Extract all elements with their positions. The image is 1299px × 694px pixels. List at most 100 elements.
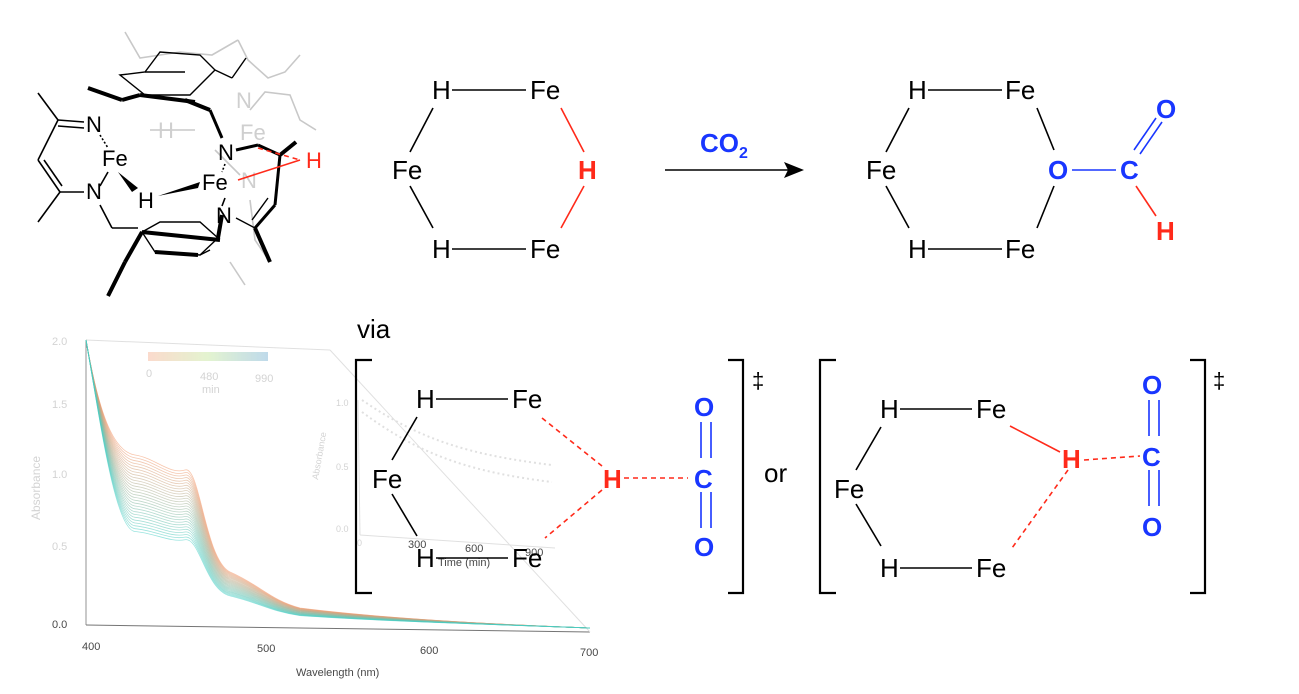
ts1-fe-top: Fe [512,384,542,414]
y-tick-1: 0.5 [52,541,67,553]
spectrum-curve [85,339,591,629]
h-atom-red-structure: H [306,148,322,173]
ring1-fe-bottom: Fe [530,234,560,264]
spectrum-curve [85,339,591,629]
spectrum-curve [85,339,591,629]
inset-x-tick-600: 600 [465,543,483,555]
spectrum-curve [85,339,591,629]
ts1-o-bottom: O [694,532,714,562]
ring1-fe-top: Fe [530,75,560,105]
spectrum-curve [85,339,591,629]
spectrum-curve [85,339,591,629]
ts1-o-top: O [694,392,714,422]
colorbar [148,352,268,361]
spectrum-curve [85,339,591,629]
transition-state-1: ‡ H Fe Fe H H Fe O C O [354,358,764,595]
inset-x-tick-300: 300 [408,539,426,551]
ring2-o-carbonyl: O [1156,94,1176,124]
spectrum-curve [85,339,591,629]
y-tick-0: 0.0 [52,619,67,631]
ring2-fe-top: Fe [1005,75,1035,105]
ring2-c-atom: C [1120,155,1139,185]
ts2-double-dagger: ‡ [1213,368,1225,393]
x-tick-600: 600 [420,645,438,657]
n-atom-3: N [218,140,234,165]
reaction-arrow: CO2 [665,128,804,178]
spectrum-curve [85,339,591,629]
spectrum-curve [85,339,591,629]
spectrum-curve [85,339,591,629]
starting-hydride-ring: H Fe Fe H H Fe [392,75,597,264]
spectrum-curve [85,339,591,629]
y-tick-3: 1.5 [52,399,67,411]
spectrum-curve [85,339,591,629]
inset-x-tick-0: 0 [357,538,362,548]
x-tick-700: 700 [580,647,598,659]
spectrum-curve [85,339,591,629]
colorbar-tick-0: 0 [146,368,152,380]
ring2-h-formyl: H [1156,216,1175,246]
y-axis-label: Absorbance [29,456,43,520]
colorbar-tick-990: 990 [255,373,273,385]
ring1-h-top: H [432,75,451,105]
ts2-fe-top: Fe [976,394,1006,424]
spectrum-curve [85,339,591,629]
spectrum-curve [85,339,591,629]
ts2-h-bottom: H [880,553,899,583]
fe-atom-left: Fe [102,146,128,171]
ts2-h-red: H [1062,444,1081,474]
ring2-o-atom: O [1048,155,1068,185]
ts2-o-top: O [1142,370,1162,400]
ts1-double-dagger: ‡ [752,368,764,393]
n-atom-1: N [86,112,102,137]
inset-y-tick-1: 0.5 [336,462,349,472]
ring2-fe-bottom: Fe [1005,234,1035,264]
spectrum-curve [85,339,591,629]
ring1-h-bottom: H [432,234,451,264]
ts2-o-bottom: O [1142,512,1162,542]
y-tick-4: 2.0 [52,336,67,348]
spectrum-curve [85,339,591,629]
spectrum-curve [85,339,591,629]
ts1-h-red: H [603,464,622,494]
product-formate-ring: H Fe Fe O C O H H Fe [866,75,1176,264]
spectrum-curve [85,339,591,629]
inset-y-label: Absorbance [310,431,328,480]
ring1-fe-left: Fe [392,155,422,185]
x-axis-label: Wavelength (nm) [296,667,379,679]
ring2-h-top: H [908,75,927,105]
ring1-h-red: H [578,155,597,185]
ghost-n-label: N [236,88,252,113]
inset-x-label: Time (min) [438,557,490,569]
spectrum-curve [85,339,591,629]
spectrum-curve [85,339,591,629]
ts2-h-top: H [880,394,899,424]
h-bridge: H [138,188,154,213]
spectrum-curve [85,339,591,629]
spectrum-curve [85,339,591,629]
background-absorbance-plot: 0 480 990 min 0.0 0.5 1.0 1.5 2.0 Absorb… [29,336,598,679]
ghost-h-label: H [158,118,174,143]
y-tick-2: 1.0 [52,469,67,481]
spectrum-curve [85,339,591,629]
ts1-h-bottom: H [416,543,435,573]
inset-x-tick-900: 900 [525,547,543,559]
transition-state-2: ‡ H Fe Fe H H Fe O C O [818,358,1225,595]
ts1-fe-left: Fe [372,464,402,494]
spectra-curves [85,339,591,629]
fe-atom-center: Fe [202,170,228,195]
x-tick-400: 400 [82,641,100,653]
ring2-fe-left: Fe [866,155,896,185]
ts2-fe-bottom: Fe [976,553,1006,583]
n-atom-2: N [86,179,102,204]
diiron-complex-structure: H N Fe N N N Fe H N Fe [37,31,322,297]
inset-y-tick-2: 1.0 [336,398,349,408]
spectrum-curve [85,339,591,629]
reagent-co2: CO2 [700,128,748,162]
ring2-h-bottom: H [908,234,927,264]
spectrum-curve [85,339,591,629]
via-label: via [357,314,391,344]
colorbar-tick-480: 480 [200,371,218,383]
ts1-c-atom: C [694,464,713,494]
